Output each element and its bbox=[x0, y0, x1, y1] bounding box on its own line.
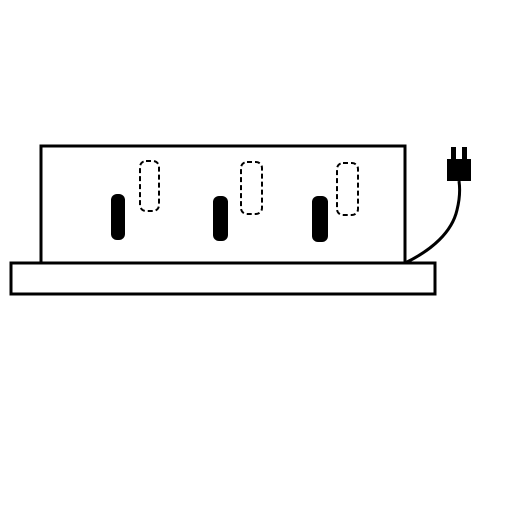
slot-group-2 bbox=[213, 161, 263, 241]
dashed-slot-2 bbox=[240, 161, 263, 215]
base-plate bbox=[9, 261, 437, 296]
dashed-slot-3 bbox=[336, 162, 359, 216]
solid-slot-3 bbox=[312, 196, 328, 242]
slot-group-1 bbox=[111, 160, 160, 240]
power-cord bbox=[404, 180, 462, 265]
solid-slot-2 bbox=[213, 196, 228, 241]
power-plug-icon bbox=[447, 147, 471, 181]
solid-slot-1 bbox=[111, 194, 125, 240]
dashed-slot-1 bbox=[139, 160, 160, 212]
slot-group-3 bbox=[312, 162, 359, 242]
